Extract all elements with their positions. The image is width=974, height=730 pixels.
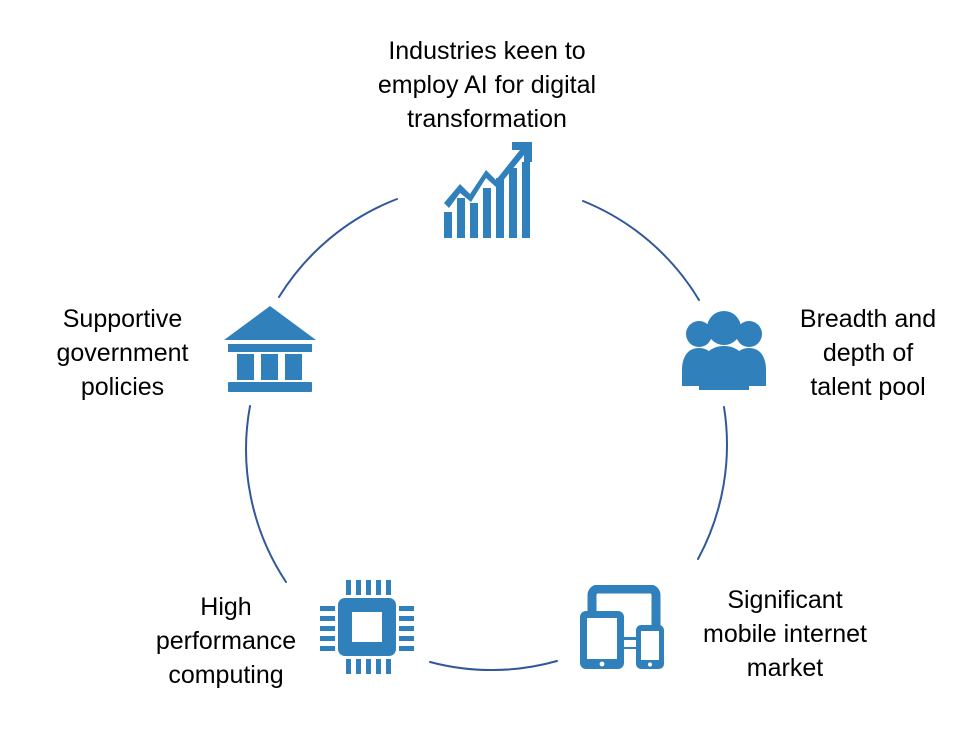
government-building-icon	[224, 306, 316, 392]
arc-industries-to-talent	[582, 200, 700, 301]
node-label-government: Supportive government policies	[56, 305, 189, 401]
node-label-hpc: High performance computing	[155, 593, 297, 689]
node-label-mobile: Significant mobile internet market	[703, 586, 867, 682]
arc-government-to-industries	[278, 198, 398, 298]
growth-chart-icon	[444, 142, 532, 238]
arc-mobile-to-hpc	[429, 660, 558, 672]
arc-hpc-to-government	[245, 405, 287, 583]
cpu-chip-icon	[320, 580, 414, 674]
node-label-industries: Industries keen to employ AI for digital…	[377, 37, 597, 133]
arc-talent-to-mobile	[697, 406, 728, 560]
devices-icon	[580, 585, 664, 669]
people-group-icon	[682, 311, 766, 390]
node-label-talent: Breadth and depth of talent pool	[799, 305, 937, 401]
